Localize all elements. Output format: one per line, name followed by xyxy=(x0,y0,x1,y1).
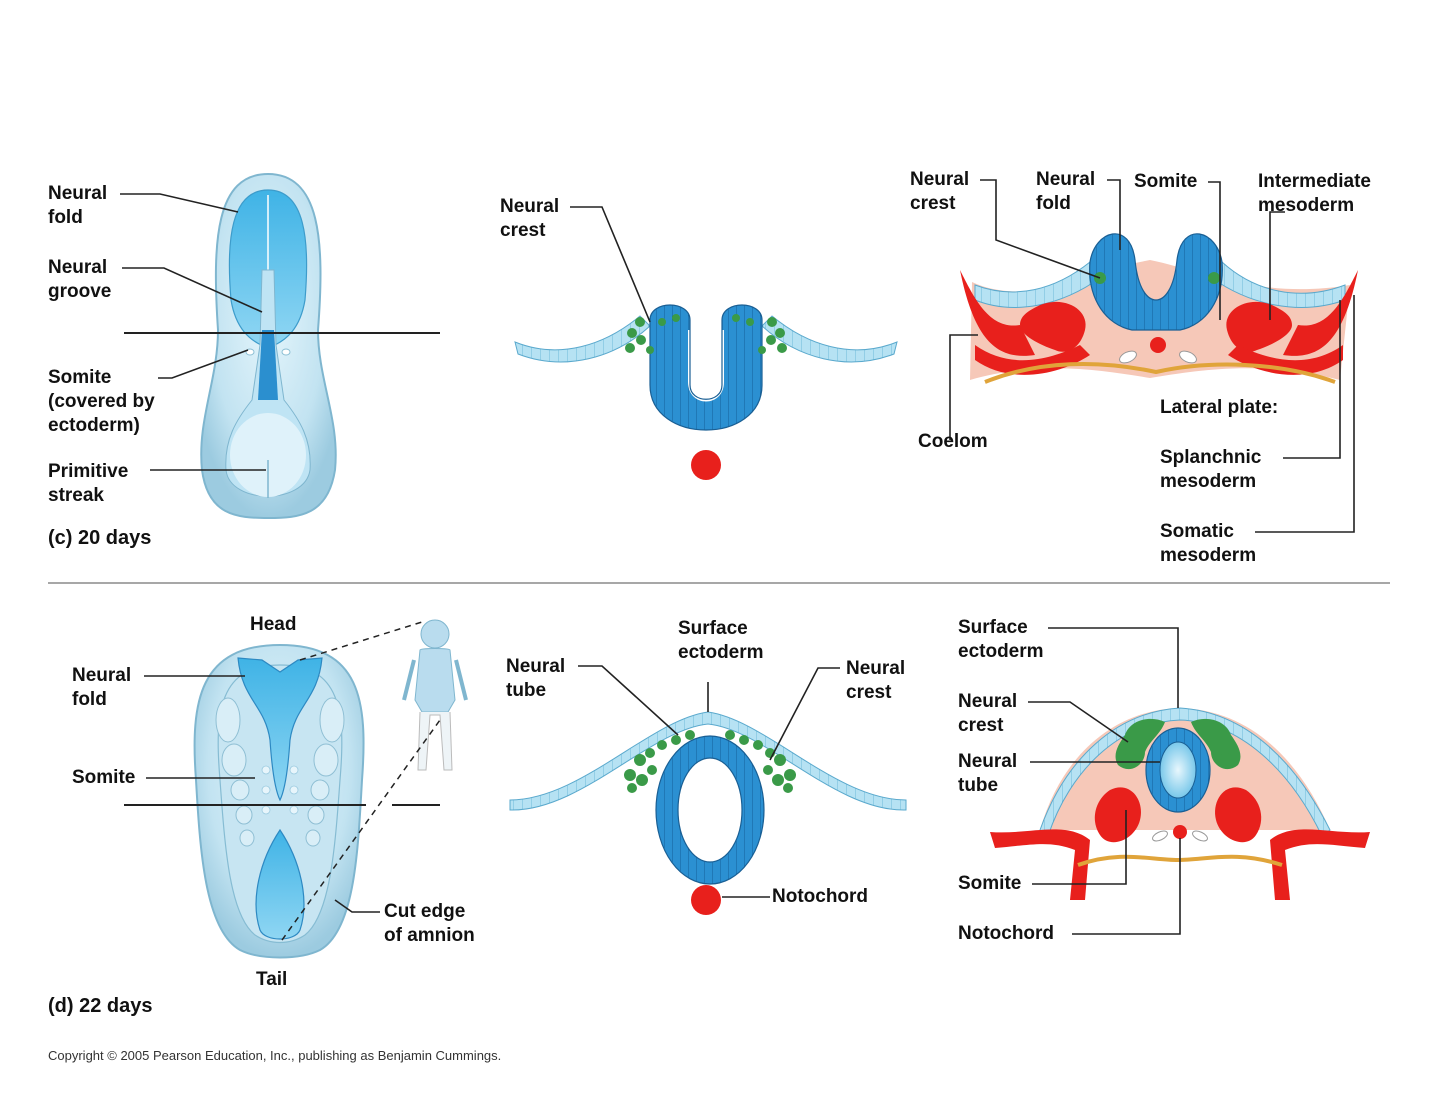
label-c2-somatic-mesoderm: Somatic mesoderm xyxy=(1160,521,1257,566)
label-d1-neural-tube: Neural tube xyxy=(506,656,566,701)
label-c2-splanchnic-mesoderm: Splanchnic mesoderm xyxy=(1160,447,1262,492)
section-d2 xyxy=(990,707,1370,900)
label-c2-somite: Somite xyxy=(1134,171,1198,192)
label-c-somite: Somite (covered by ectoderm) xyxy=(48,367,155,436)
caption-c: (c) 20 days xyxy=(48,527,152,549)
label-d2-notochord: Notochord xyxy=(958,923,1055,944)
label-c-primitive-streak: Primitive streak xyxy=(48,461,129,506)
section-c2 xyxy=(960,233,1358,384)
label-d-cut-edge: Cut edge of amnion xyxy=(384,901,475,946)
label-c2-neural-crest: Neural crest xyxy=(910,169,970,214)
label-d1-notochord: Notochord xyxy=(772,886,869,907)
label-d2-surface-ectoderm: Surface ectoderm xyxy=(958,617,1044,662)
label-c2-intermediate-mesoderm: Intermediate mesoderm xyxy=(1258,171,1371,216)
embryo-20-days xyxy=(200,172,337,520)
section-d1 xyxy=(509,711,907,915)
label-c1-neural-crest: Neural crest xyxy=(500,196,560,241)
label-d2-neural-crest: Neural crest xyxy=(958,691,1018,736)
label-d-head: Head xyxy=(250,614,297,635)
copyright-notice: Copyright © 2005 Pearson Education, Inc.… xyxy=(48,1048,502,1063)
label-d1-surface-ectoderm: Surface ectoderm xyxy=(678,618,764,663)
label-d-tail: Tail xyxy=(256,969,288,990)
section-c1 xyxy=(514,304,898,480)
label-d1-neural-crest: Neural crest xyxy=(846,658,906,703)
label-c2-lateral-plate: Lateral plate: xyxy=(1160,397,1279,418)
label-d2-neural-tube: Neural tube xyxy=(958,751,1018,796)
label-c2-neural-fold: Neural fold xyxy=(1036,169,1096,214)
label-d2-somite: Somite xyxy=(958,873,1022,894)
embryo-22-days xyxy=(193,643,365,959)
label-d-neural-fold: Neural fold xyxy=(72,665,132,710)
caption-d: (d) 22 days xyxy=(48,995,153,1017)
label-c-neural-fold: Neural fold xyxy=(48,183,108,228)
label-c2-coelom: Coelom xyxy=(918,431,988,452)
label-d-somite: Somite xyxy=(72,767,136,788)
label-c-neural-groove: Neural groove xyxy=(48,257,112,302)
mini-embryo-figure xyxy=(402,619,468,771)
